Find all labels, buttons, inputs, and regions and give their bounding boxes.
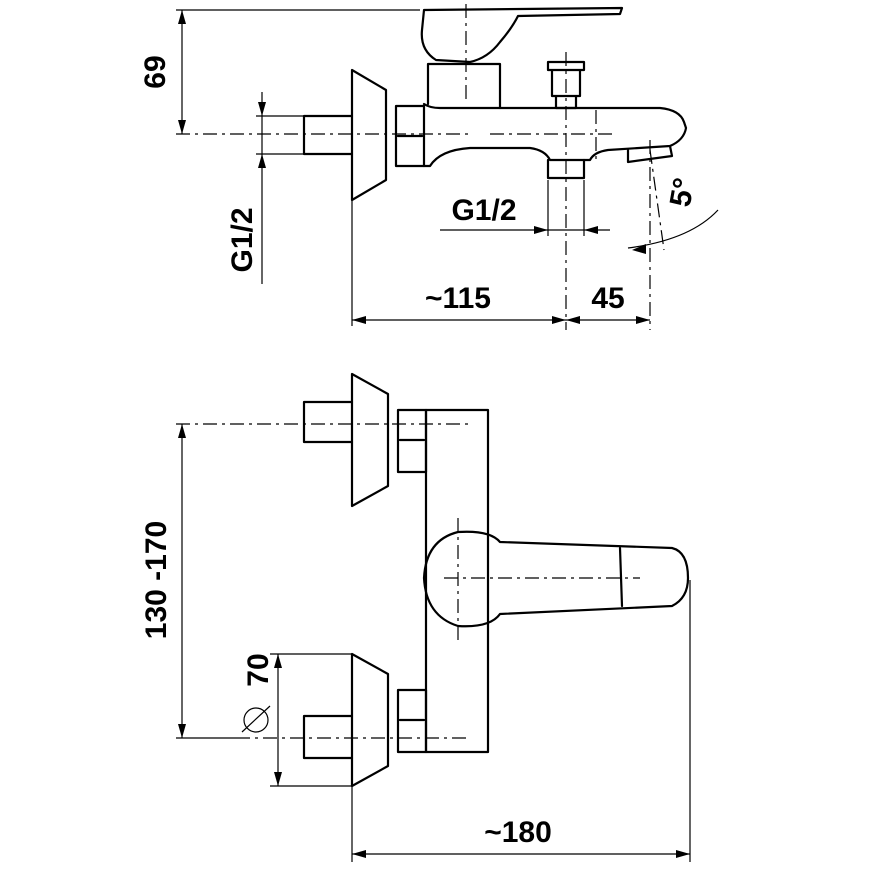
front-view: 130 -170 70 ~180 (140, 372, 691, 862)
dim-angle-label: 5° (664, 175, 701, 209)
front-lever-handle (422, 530, 690, 628)
front-lower-rosette (350, 652, 390, 788)
side-wall-rosette (350, 68, 388, 202)
dim-center-distance-label: 130 -170 (140, 521, 173, 639)
side-body-column (426, 62, 502, 110)
front-lower-nut (396, 688, 428, 754)
side-outlet-connector (546, 158, 586, 180)
side-body-spout (422, 102, 688, 168)
dim-depth-label: ~115 (425, 282, 491, 315)
front-body (424, 408, 490, 754)
side-hex-nut (394, 104, 426, 168)
side-inlet-stub (302, 114, 354, 156)
dim-spout-offset-label: 45 (591, 282, 624, 315)
side-view: 69 G1/2 G1/2 ~115 45 5° (139, 4, 719, 330)
dim-thread-outlet-label: G1/2 (451, 194, 516, 227)
dim-thread-inlet-label: G1/2 (226, 207, 259, 272)
diameter-icon (243, 707, 269, 733)
front-upper-stub (302, 400, 354, 444)
dim-rosette-diameter-label: 70 (242, 653, 275, 686)
front-upper-nut (396, 408, 428, 474)
dim-width-label: ~180 (484, 816, 552, 849)
front-upper-rosette (350, 372, 390, 508)
dim-height-label: 69 (139, 55, 172, 88)
front-lower-stub (302, 714, 354, 760)
side-lever-handle (420, 6, 624, 64)
